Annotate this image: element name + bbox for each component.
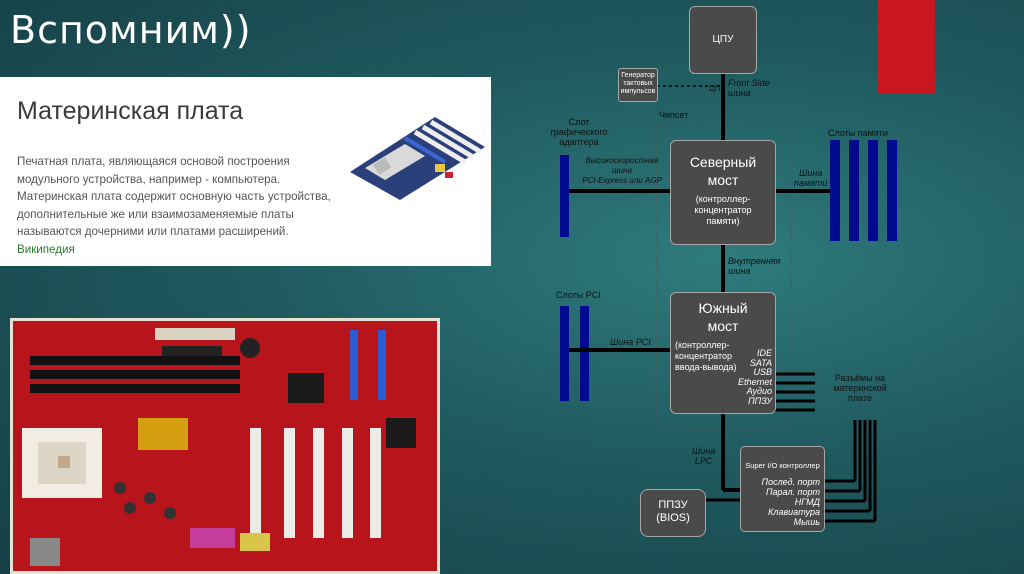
slide-title: Вспомним)) [10, 8, 252, 52]
internal-bus-label: Внутренняя шина [728, 256, 780, 276]
north-bridge-box: Северный мост (контроллер- концентратор … [670, 140, 776, 245]
agp-bus-label: Высокоскоростная шина PCI-Express или AG… [574, 156, 670, 186]
connectors-line-2: материнской [833, 383, 887, 393]
bios-line-2: (BIOS) [656, 512, 690, 524]
red-accent-bar [878, 0, 935, 94]
mem-bus-line-2: памяти [794, 178, 828, 188]
superio-box: Super I/O контроллер Послед. порт Парал.… [740, 446, 825, 532]
cpu-small-label: ЦПУ [709, 84, 726, 93]
port-sata: SATA [749, 357, 772, 368]
lpc-line-1: Шина [692, 446, 716, 456]
north-bridge-subtitle: (контроллер- концентратор памяти) [671, 194, 775, 227]
north-title-line-2: мост [707, 172, 739, 188]
north-bridge-title: Северный мост [671, 153, 775, 189]
fsb-line-1: Front Side [728, 78, 770, 88]
port-rom: ППЗУ [748, 395, 772, 406]
lpc-line-2: LPC [694, 456, 713, 466]
agp-bus-line-3: PCI-Express или AGP [582, 176, 662, 185]
connectors-line-1: Разъёмы на [834, 373, 886, 383]
superio-mouse: Мышь [793, 517, 820, 527]
north-sub-line-2: концентратор [694, 205, 752, 215]
south-sub-line-2: концентратор [675, 351, 733, 361]
superio-title: Super I/O контроллер [745, 461, 820, 470]
bios-box: ППЗУ (BIOS) [640, 489, 706, 537]
port-ide: IDE [756, 348, 772, 358]
internal-bus-line-2: шина [728, 266, 751, 276]
superio-parallel: Парал. порт [766, 487, 820, 497]
clock-generator-box: Генератор тактовых импульсов [618, 68, 658, 102]
agp-bus-line-2: шина [612, 166, 632, 175]
south-bridge-box: Южный мост (контроллер- концентратор вво… [670, 292, 776, 414]
wiki-card: Материнская плата Печатная плата, являющ… [0, 77, 491, 266]
motherboard-thumbnail [350, 117, 485, 200]
pci-slots-label: Слоты PCI [556, 290, 601, 300]
clock-gen-line-1: Генератор [621, 72, 655, 79]
south-title-line-2: мост [707, 318, 739, 334]
bios-line-1: ППЗУ [658, 499, 688, 511]
gfx-slot-line-3: адаптера [559, 137, 599, 147]
wiki-text: Печатная плата, являющаяся основой постр… [17, 153, 347, 258]
port-usb: USB [753, 367, 772, 377]
motherboard-photo [10, 318, 440, 574]
fsb-label: Front Side шина [728, 78, 770, 98]
north-sub-line-3: памяти) [706, 216, 740, 226]
connectors-label: Разъёмы на материнской плате [820, 373, 900, 403]
pci-bus-label: Шина PCI [610, 337, 651, 347]
clock-gen-line-2: тактовых [623, 80, 653, 87]
cpu-label: ЦПУ [712, 34, 734, 45]
superio-items: Послед. порт Парал. порт НГМД Клавиатура… [762, 477, 820, 527]
gfx-slot-line-1: Слот [568, 117, 590, 127]
south-bridge-title: Южный мост [671, 299, 775, 335]
port-audio: Аудио [746, 386, 772, 396]
south-title-line-1: Южный [698, 300, 748, 316]
clock-generator-label: Генератор тактовых импульсов [619, 72, 657, 96]
bios-label: ППЗУ (BIOS) [641, 499, 705, 525]
connectors-line-3: плате [848, 393, 872, 403]
internal-bus-line-1: Внутренняя [728, 256, 781, 266]
memory-slots-label: Слоты памяти [828, 128, 888, 138]
mem-bus-line-1: Шина [799, 168, 823, 178]
north-title-line-1: Северный [689, 154, 757, 170]
gfx-slot-line-2: графического [550, 127, 608, 137]
south-bridge-subtitle: (контроллер- концентратор ввода-вывода) [671, 340, 775, 373]
diagram-connections [560, 72, 897, 523]
superio-serial: Послед. порт [761, 477, 820, 487]
wiki-link[interactable]: Википедия [17, 242, 75, 256]
south-ports-list: IDE SATA USB Ethernet Аудио ППЗУ [737, 348, 772, 406]
clock-gen-line-3: импульсов [620, 88, 656, 95]
lpc-bus-label: Шина LPC [692, 446, 715, 466]
memory-bus-label: Шина памяти [794, 168, 827, 188]
gfx-slot-label: Слот графического адаптера [544, 117, 614, 147]
chipset-label: Чипсет [659, 110, 689, 120]
agp-bus-line-1: Высокоскоростная [585, 156, 659, 165]
wiki-heading: Материнская плата [17, 97, 244, 125]
port-ethernet: Ethernet [737, 376, 772, 387]
fsb-line-2: шина [728, 88, 751, 98]
wiki-body: Печатная плата, являющаяся основой постр… [17, 155, 331, 238]
cpu-box: ЦПУ [689, 6, 757, 74]
north-sub-line-1: (контроллер- [695, 194, 751, 204]
south-sub-line-1: (контроллер- [675, 340, 730, 350]
superio-floppy: НГМД [794, 497, 820, 507]
south-sub-line-3: ввода-вывода) [675, 362, 737, 372]
chipset-diagram: ЦПУ Генератор тактовых импульсов ЦПУ Fro… [530, 0, 1024, 574]
superio-keyboard: Клавиатура [768, 507, 820, 517]
